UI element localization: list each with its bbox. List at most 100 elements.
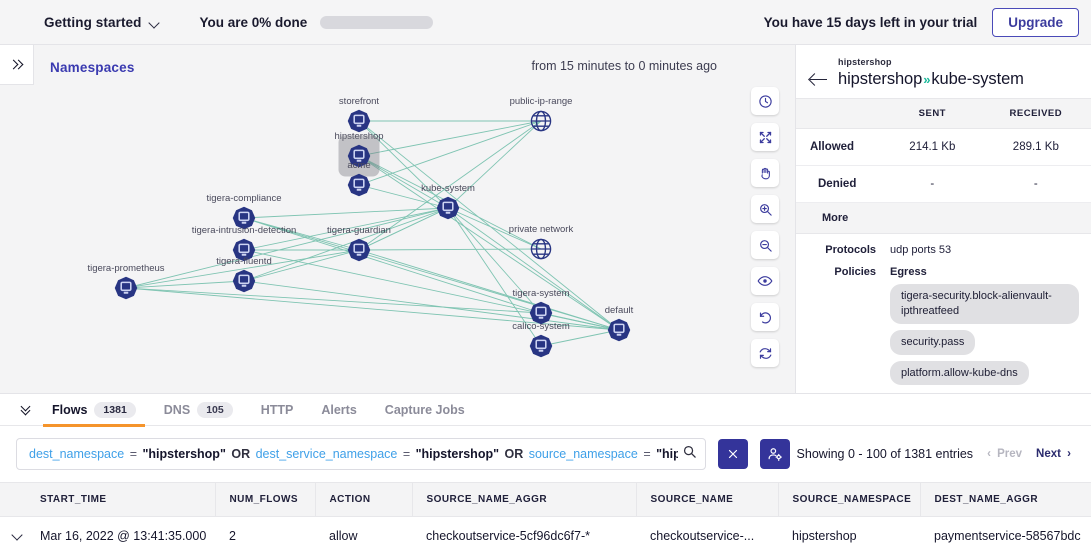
policy-chip[interactable]: platform.allow-kube-dns	[890, 360, 1029, 386]
refresh-icon[interactable]	[751, 339, 779, 367]
eye-icon[interactable]	[751, 267, 779, 295]
query-tokens: dest_namespace = "hipstershop" OR dest_s…	[29, 447, 678, 461]
table-col-action[interactable]: ACTION	[315, 482, 413, 517]
tab-label: Flows	[52, 402, 88, 417]
graph-node-default[interactable]	[607, 318, 632, 343]
query-token-f: dest_service_namespace	[255, 447, 398, 461]
search-input[interactable]: dest_namespace = "hipstershop" OR dest_s…	[16, 438, 706, 470]
prev-label: Prev	[997, 448, 1023, 460]
table-row: Allowed 214.1 Kb 289.1 Kb	[796, 128, 1091, 166]
protocols-value: udp ports 53	[890, 244, 952, 256]
clock-icon[interactable]	[751, 87, 779, 115]
row-expand-button[interactable]	[0, 516, 26, 551]
cell-source-name-aggr: checkoutservice-5cf96dc6f7-*	[412, 516, 636, 551]
query-token-op: =	[129, 447, 137, 461]
detail-kicker: hipstershop	[838, 57, 892, 67]
query-token-val: "hipstershop"	[142, 447, 226, 461]
graph-node-calico-system[interactable]	[529, 334, 554, 359]
stats-row-label-denied: Denied	[796, 165, 884, 203]
table-col-num-flows[interactable]: NUM_FLOWS	[215, 482, 316, 517]
tab-http[interactable]: HTTP	[247, 394, 308, 426]
top-bar: Getting started You are 0% done You have…	[0, 0, 1091, 45]
hand-icon[interactable]	[751, 159, 779, 187]
policies-row: Policies Egress	[796, 256, 1091, 278]
tab-label: Alerts	[321, 402, 357, 417]
graph-node-acme[interactable]	[347, 173, 372, 198]
next-page-button[interactable]: Next ›	[1036, 448, 1071, 460]
zoom-out-icon[interactable]	[751, 231, 779, 259]
policy-chip[interactable]: tigera-security.block-alienvault-ipthrea…	[890, 284, 1079, 324]
flow-direction-icon: »	[923, 72, 931, 87]
undo-icon[interactable]	[751, 303, 779, 331]
detail-header: hipstershop hipstershop»kube-system	[796, 45, 1091, 98]
query-token-op: =	[643, 447, 651, 461]
protocols-row: Protocols udp ports 53	[796, 234, 1091, 256]
cell-dest-name-aggr: paymentservice-58567bdc	[920, 516, 1091, 551]
tab-label: HTTP	[260, 402, 294, 417]
showing-entries-label: Showing 0 - 100 of 1381 entries	[796, 447, 974, 461]
trial-status-label: You have 15 days left in your trial	[763, 14, 978, 30]
graph-node-hipstershop[interactable]	[338, 135, 380, 177]
bottom-panel-collapse-button[interactable]	[12, 401, 38, 416]
query-token-f: source_namespace	[528, 447, 638, 461]
tab-alerts[interactable]: Alerts	[307, 394, 370, 426]
service-graph-panel[interactable]: Namespaces from 15 minutes to 0 minutes …	[0, 45, 795, 393]
table-col-dest-name-aggr[interactable]: DEST_NAME_AGGR	[920, 482, 1091, 517]
stats-denied-sent: -	[884, 165, 981, 203]
graph-toolbar[interactable]	[751, 87, 779, 367]
more-section-header[interactable]: More	[796, 203, 1091, 234]
back-arrow-icon[interactable]	[810, 73, 828, 87]
chevron-down-icon	[149, 19, 160, 26]
graph-time-range-label: from 15 minutes to 0 minutes ago	[531, 59, 717, 73]
graph-node-public-ip-range[interactable]	[529, 109, 554, 134]
graph-edges	[125, 120, 620, 347]
stats-col-blank	[796, 98, 884, 129]
graph-node-storefront[interactable]	[347, 109, 372, 134]
query-token-bool: OR	[231, 447, 251, 461]
upgrade-button[interactable]: Upgrade	[992, 7, 1079, 37]
tab-label: Capture Jobs	[384, 402, 465, 417]
filter-bar: dest_namespace = "hipstershop" OR dest_s…	[0, 426, 1091, 482]
detail-title: hipstershop»kube-system	[838, 70, 1024, 89]
graph-node-tigera-guardian[interactable]	[347, 238, 372, 263]
sidebar-expand-button[interactable]	[0, 45, 34, 85]
query-token-f: dest_namespace	[29, 447, 125, 461]
graph-node-tigera-system[interactable]	[529, 301, 554, 326]
zoom-in-icon[interactable]	[751, 195, 779, 223]
expand-icon[interactable]	[751, 123, 779, 151]
user-settings-button[interactable]	[760, 439, 790, 469]
graph-node-tigera-prometheus[interactable]	[114, 276, 139, 301]
traffic-stats-table: SENT RECEIVED Allowed 214.1 Kb 289.1 Kb …	[796, 98, 1091, 203]
graph-node-tigera-fluentd[interactable]	[232, 269, 257, 294]
clear-filter-button[interactable]	[718, 439, 748, 469]
cell-source-namespace: hipstershop	[778, 516, 920, 551]
graph-view-title[interactable]: Namespaces	[50, 60, 135, 75]
graph-node-tigera-intrusion-detection[interactable]	[232, 238, 257, 263]
protocols-label: Protocols	[825, 244, 876, 256]
graph-node-tigera-compliance[interactable]	[232, 206, 257, 231]
table-col-source-name[interactable]: SOURCE_NAME	[636, 482, 779, 517]
tab-count-badge: 1381	[94, 401, 136, 418]
detail-title-source: hipstershop	[838, 70, 923, 88]
stats-col-received: RECEIVED	[980, 98, 1091, 129]
graph-node-private-network[interactable]	[529, 237, 554, 262]
search-icon[interactable]	[678, 444, 697, 464]
getting-started-menu[interactable]: Getting started	[44, 15, 160, 30]
query-token-val: "hipstershop"	[415, 447, 500, 461]
policy-chip[interactable]: security.pass	[890, 329, 976, 355]
table-col-source-name-aggr[interactable]: SOURCE_NAME_AGGR	[412, 482, 637, 517]
graph-node-kube-system[interactable]	[436, 196, 461, 221]
tab-capture-jobs[interactable]: Capture Jobs	[371, 394, 479, 426]
cell-source-name: checkoutservice-...	[636, 516, 778, 551]
table-col-source-namespace[interactable]: SOURCE_NAMESPACE	[778, 482, 921, 517]
double-chevron-down-icon	[19, 401, 32, 416]
tab-flows[interactable]: Flows 1381	[38, 394, 150, 427]
onboarding-progress-bar	[320, 15, 434, 29]
table-col-start-time[interactable]: START_TIME	[26, 482, 216, 517]
cell-action: allow	[315, 516, 412, 551]
stats-allowed-sent: 214.1 Kb	[884, 128, 981, 166]
prev-page-button[interactable]: ‹ Prev	[987, 448, 1023, 460]
stats-denied-received: -	[980, 165, 1091, 203]
